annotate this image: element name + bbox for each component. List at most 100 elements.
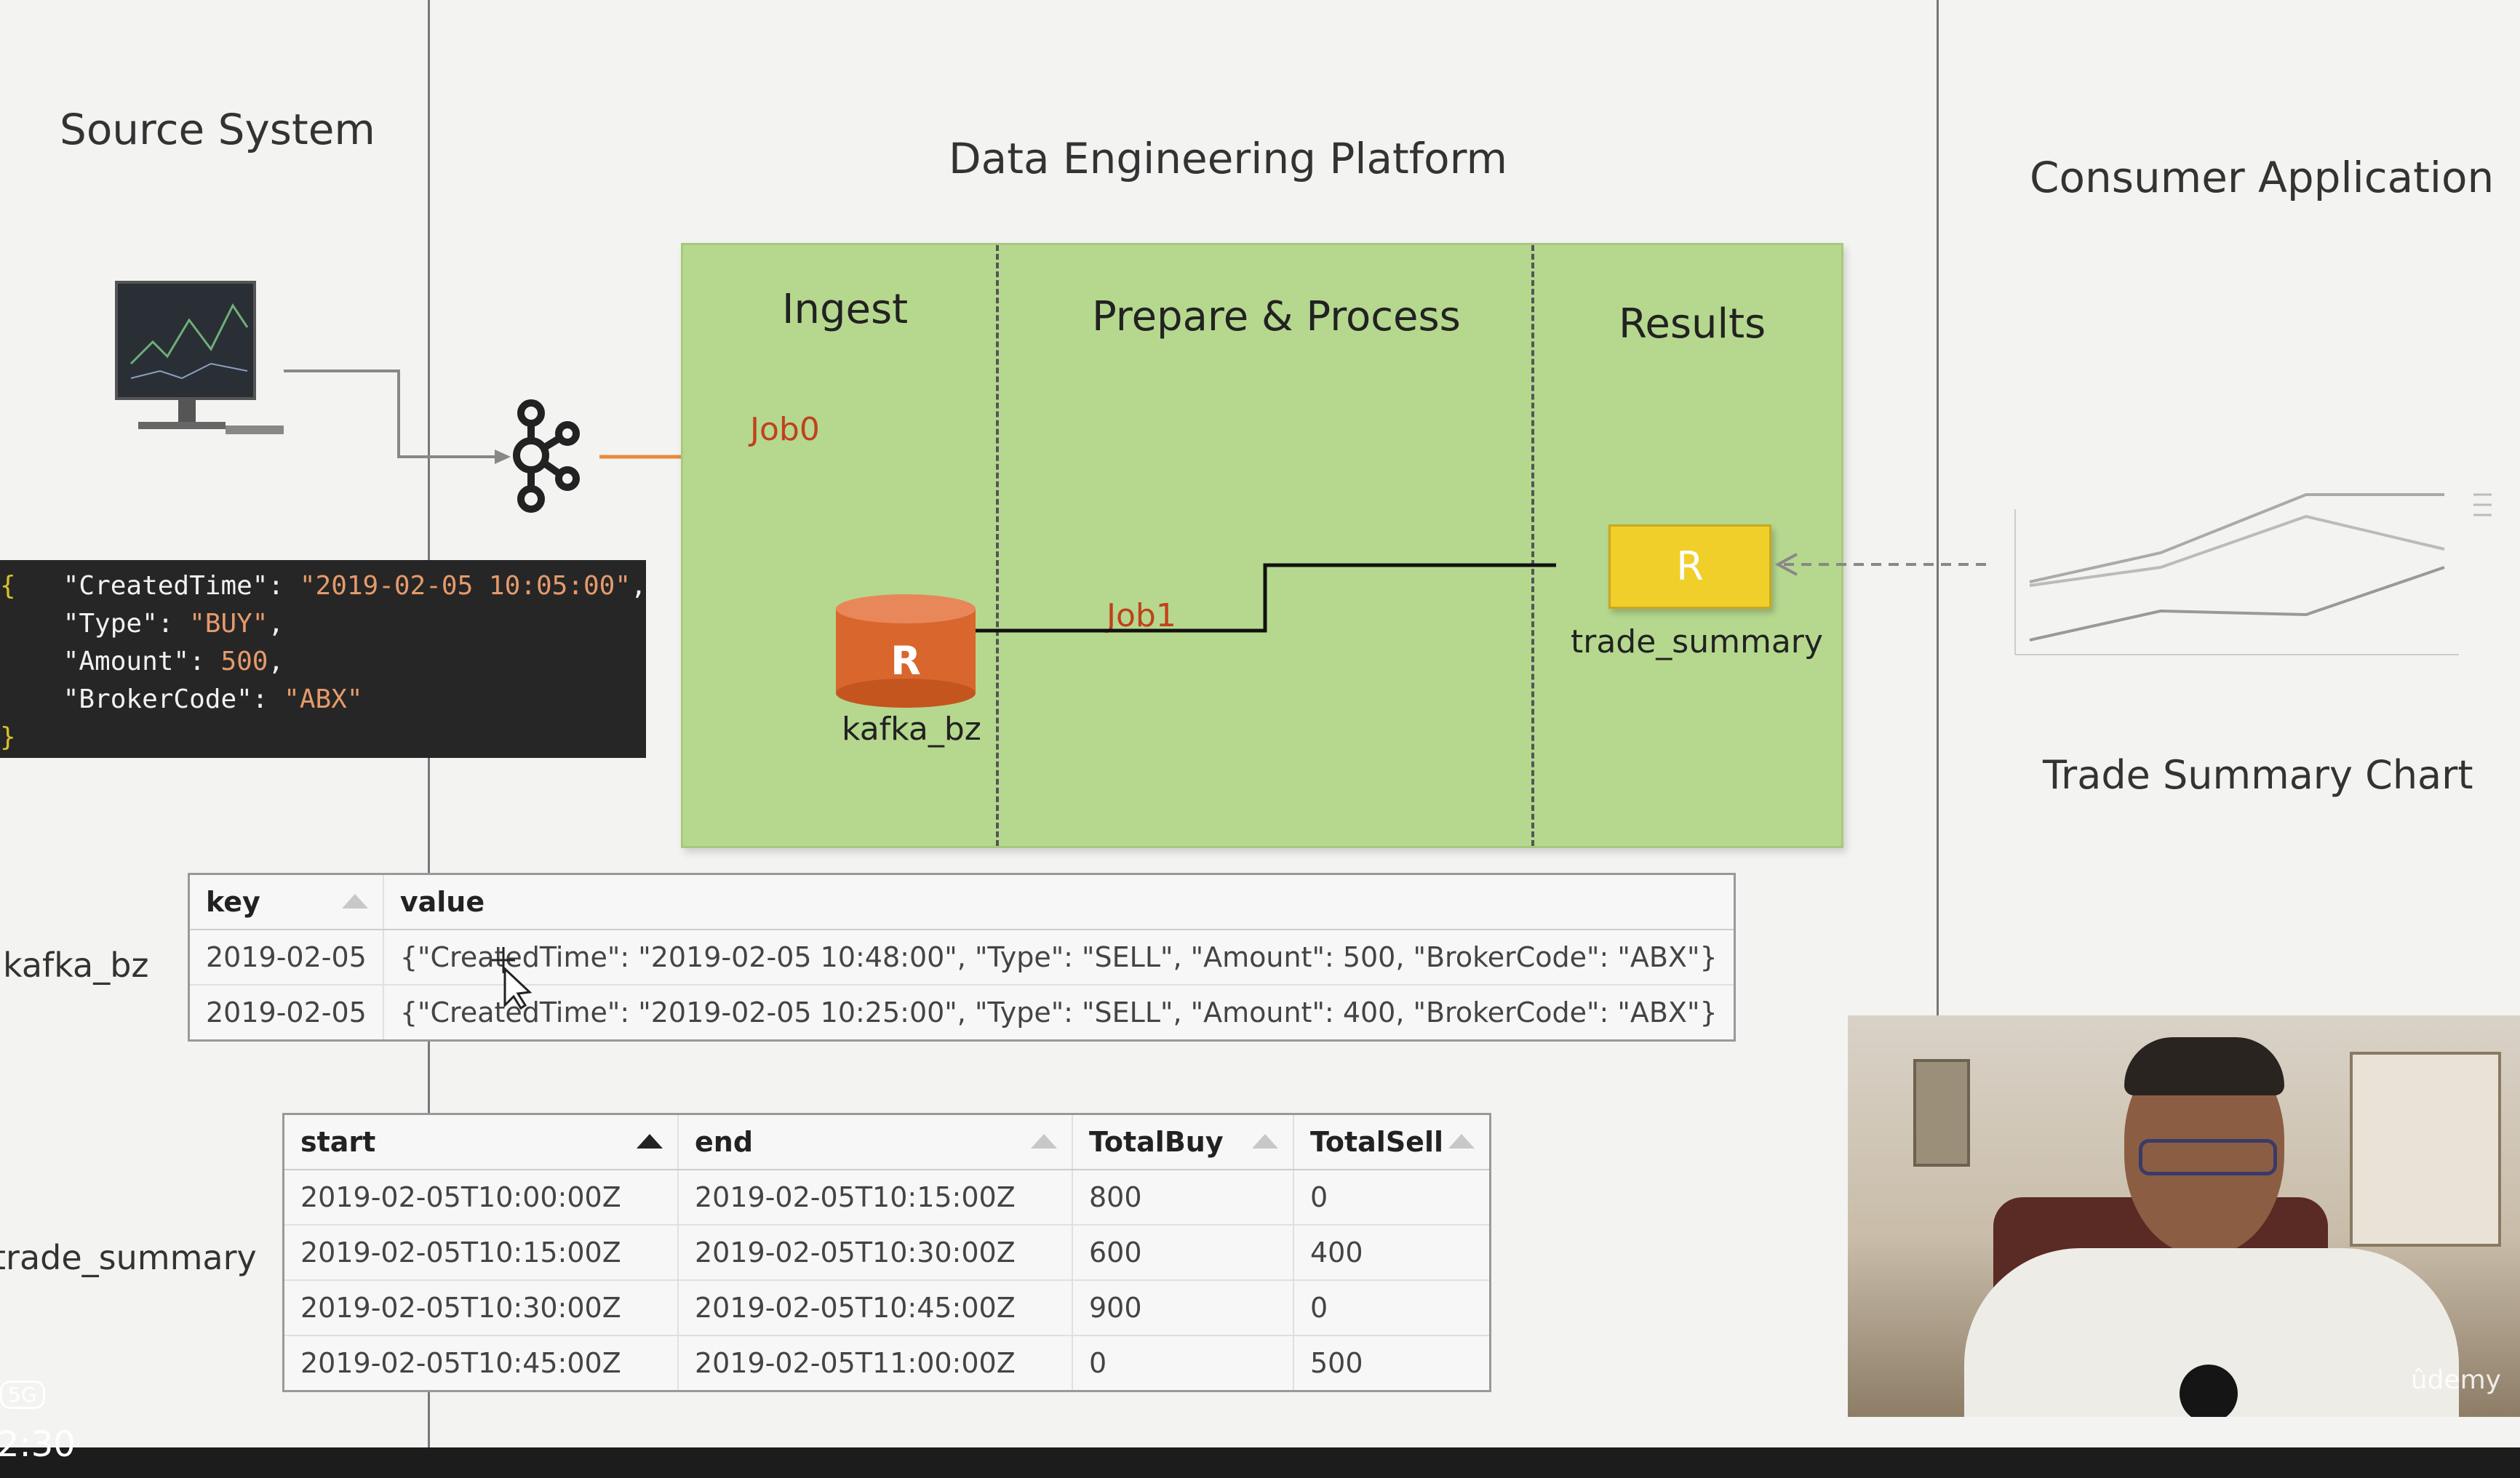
cell-totalsell: 0 — [1293, 1170, 1491, 1226]
cell-value: {"CreatedTime": "2019-02-05 10:48:00", "… — [383, 930, 1736, 986]
json-line-1: { "CreatedTime": "2019-02-05 10:05:00", — [0, 571, 647, 601]
column-header-label: key — [206, 886, 260, 918]
zone-ingest-title: Ingest — [782, 286, 909, 333]
json-key: "Amount" — [63, 647, 190, 676]
kafka-bz-node[interactable]: R — [833, 594, 978, 711]
column-header-start[interactable]: start — [283, 1114, 679, 1170]
platform-title: Data Engineering Platform — [949, 134, 1507, 183]
sort-ascending-icon[interactable] — [341, 894, 368, 908]
monitor-icon — [115, 281, 284, 434]
cell-start: 2019-02-05T10:15:00Z — [283, 1225, 679, 1281]
column-header-label: end — [695, 1126, 754, 1158]
json-value: "ABX" — [284, 684, 363, 714]
consumer-to-results-connector — [1774, 553, 1986, 576]
slide: Source System Data Engineering Platform … — [0, 0, 2520, 1447]
presenter-glasses — [2139, 1139, 2277, 1175]
table-row[interactable]: 2019-02-05 {"CreatedTime": "2019-02-05 1… — [188, 930, 1736, 986]
json-value: "BUY" — [189, 609, 268, 639]
summary-table-row-label: trade_summary — [0, 1238, 257, 1277]
consumer-app-title: Consumer Application — [2030, 153, 2495, 202]
sort-ascending-icon[interactable] — [1031, 1134, 1057, 1149]
kafka-bz-letter: R — [890, 638, 921, 684]
column-header-key[interactable]: key — [188, 874, 384, 930]
kafka-icon — [513, 399, 580, 513]
json-close-brace: } — [0, 722, 16, 752]
source-to-kafka-connector — [284, 370, 511, 464]
column-header-label: start — [300, 1126, 376, 1158]
json-line-5: } — [0, 719, 646, 756]
kafka-bz-label: kafka_bz — [842, 711, 981, 748]
kafka-table-row-label: kafka_bz — [3, 946, 149, 985]
sort-ascending-icon[interactable] — [1448, 1134, 1475, 1149]
cell-totalsell: 0 — [1293, 1280, 1491, 1336]
table-row[interactable]: 2019-02-05T10:00:00Z 2019-02-05T10:15:00… — [283, 1170, 1491, 1226]
cell-end: 2019-02-05T10:30:00Z — [678, 1225, 1073, 1281]
platform-zones-box: Ingest Prepare & Process Results Job0 Jo… — [681, 243, 1843, 848]
sort-ascending-icon[interactable] — [1252, 1134, 1278, 1149]
json-sep: , — [631, 571, 647, 601]
table-header-row: key value — [188, 874, 1736, 930]
trade-summary-chart-thumbnail — [2014, 493, 2492, 655]
cell-totalbuy: 900 — [1072, 1280, 1294, 1336]
source-system-title: Source System — [60, 105, 375, 154]
trade-summary-label: trade_summary — [1571, 623, 1823, 660]
zone-divider-1 — [996, 245, 999, 846]
json-sep: , — [268, 609, 284, 639]
trade-summary-table: start end TotalBuy TotalSell 2019-02-05T… — [282, 1113, 1491, 1392]
column-header-value[interactable]: value — [383, 874, 1736, 930]
cell-value: {"CreatedTime": "2019-02-05 10:25:00", "… — [383, 985, 1736, 1042]
webcam-window — [2350, 1052, 2501, 1247]
json-sep: , — [268, 647, 284, 676]
json-line-4: "BrokerCode": "ABX" — [63, 684, 363, 714]
network-badge: 5G — [0, 1381, 45, 1409]
job1-connector — [974, 563, 1556, 633]
cell-end: 2019-02-05T10:45:00Z — [678, 1280, 1073, 1336]
json-key: "BrokerCode" — [63, 684, 252, 714]
cell-key: 2019-02-05 — [188, 930, 384, 986]
column-header-totalbuy[interactable]: TotalBuy — [1072, 1114, 1294, 1170]
trade-summary-node[interactable]: R — [1608, 524, 1771, 609]
cell-key: 2019-02-05 — [188, 985, 384, 1042]
column-header-label: TotalSell — [1310, 1126, 1444, 1158]
divider-right — [1937, 0, 1939, 1015]
cell-start: 2019-02-05T10:30:00Z — [283, 1280, 679, 1336]
table-header-row: start end TotalBuy TotalSell — [283, 1114, 1491, 1170]
json-sample-panel: { "CreatedTime": "2019-02-05 10:05:00", … — [0, 560, 647, 758]
presenter-webcam: ûdemy — [1848, 1015, 2520, 1417]
json-key: "CreatedTime" — [63, 571, 268, 601]
json-key: "Type" — [63, 609, 158, 639]
job1-label: Job1 — [1107, 597, 1176, 634]
sort-ascending-icon[interactable] — [637, 1134, 663, 1149]
table-row[interactable]: 2019-02-05T10:45:00Z 2019-02-05T11:00:00… — [283, 1335, 1491, 1392]
cell-start: 2019-02-05T10:00:00Z — [283, 1170, 679, 1226]
table-row[interactable]: 2019-02-05T10:15:00Z 2019-02-05T10:30:00… — [283, 1225, 1491, 1281]
cell-totalbuy: 600 — [1072, 1225, 1294, 1281]
microphone — [2180, 1365, 2238, 1417]
column-header-totalsell[interactable]: TotalSell — [1293, 1114, 1491, 1170]
zone-results-title: Results — [1619, 300, 1766, 348]
presenter-hair — [2124, 1037, 2284, 1095]
column-header-label: value — [399, 886, 485, 918]
json-line-2: "Type": "BUY", — [63, 609, 284, 639]
json-value: "2019-02-05 10:05:00" — [299, 571, 631, 601]
column-header-end[interactable]: end — [678, 1114, 1073, 1170]
json-open-brace: { — [0, 571, 16, 601]
table-row[interactable]: 2019-02-05T10:30:00Z 2019-02-05T10:45:00… — [283, 1280, 1491, 1336]
udemy-watermark: ûdemy — [2410, 1365, 2501, 1395]
cell-totalbuy: 0 — [1072, 1335, 1294, 1392]
job0-label: Job0 — [750, 411, 820, 448]
webcam-wall-art — [1913, 1059, 1970, 1167]
mouse-cursor-icon — [492, 947, 533, 1010]
table-row[interactable]: 2019-02-05 {"CreatedTime": "2019-02-05 1… — [188, 985, 1736, 1042]
json-value: 500 — [220, 647, 268, 676]
video-timestamp: 2:30 — [0, 1424, 76, 1465]
cell-totalsell: 500 — [1293, 1335, 1491, 1392]
column-header-label: TotalBuy — [1089, 1126, 1224, 1158]
cell-totalbuy: 800 — [1072, 1170, 1294, 1226]
json-line-3: "Amount": 500, — [63, 647, 284, 676]
zone-divider-2 — [1531, 245, 1534, 846]
kafka-bz-table: key value 2019-02-05 {"CreatedTime": "20… — [188, 873, 1736, 1042]
trade-summary-letter: R — [1676, 543, 1704, 589]
chart-caption: Trade Summary Chart — [2043, 752, 2473, 798]
cell-end: 2019-02-05T11:00:00Z — [678, 1335, 1073, 1392]
